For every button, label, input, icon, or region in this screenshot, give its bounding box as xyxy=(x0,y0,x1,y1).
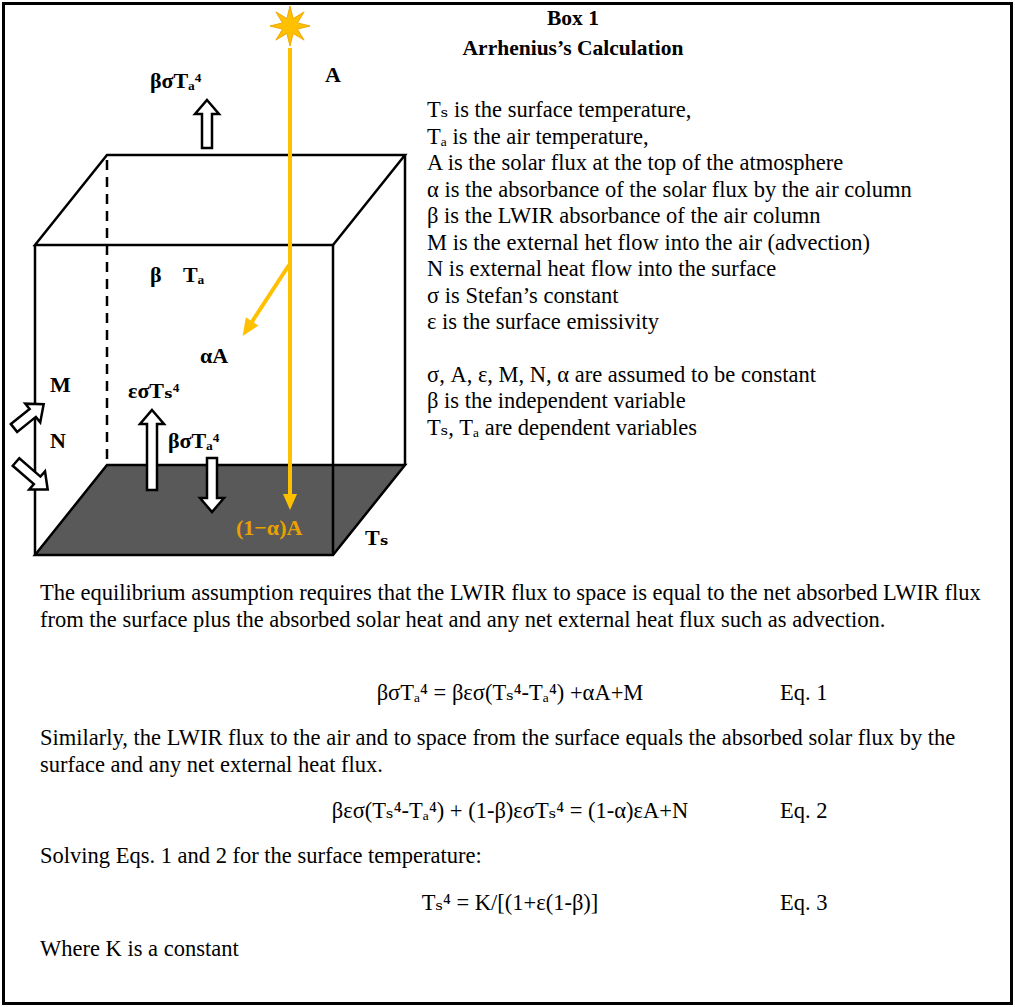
definition-line: α is the absorbance of the solar flux by… xyxy=(427,177,912,203)
body-paragraph: The equilibrium assumption requires that… xyxy=(40,580,998,633)
definition-line: ε is the surface emissivity xyxy=(427,309,659,335)
definition-line: Tₐ is the air temperature, xyxy=(427,124,649,150)
flux-label: M xyxy=(50,372,71,397)
definition-line: β is the LWIR absorbance of the air colu… xyxy=(427,203,820,229)
equation: βεσ(Tₛ⁴-Tₐ⁴) + (1-β)εσTₛ⁴ = (1-α)εA+N xyxy=(260,798,760,824)
equation-number: Eq. 1 xyxy=(780,680,828,706)
air-column-cube xyxy=(35,155,405,555)
symbol-label: Tₐ xyxy=(183,262,204,287)
flux-arrows xyxy=(6,100,224,512)
solar-ray xyxy=(244,48,297,510)
flux-label: εσTₛ⁴ xyxy=(128,378,179,403)
definition-line: Tₛ, Tₐ are dependent variables xyxy=(427,415,697,441)
box-title: Box 1 xyxy=(140,6,1006,31)
definition-line: σ, A, ε, M, N, α are assumed to be const… xyxy=(427,362,816,388)
equation: βσTₐ⁴ = βεσ(Tₛ⁴-Tₐ⁴) +αA+M xyxy=(260,680,760,706)
definition-line: Tₛ is the surface temperature, xyxy=(427,97,691,123)
definition-line: β is the independent variable xyxy=(427,388,686,414)
surface-floor xyxy=(35,465,405,555)
flux-label: A xyxy=(325,62,341,87)
flux-label: (1−α)A xyxy=(236,515,302,540)
flux-label: αA xyxy=(200,343,228,368)
symbol-label: Tₛ xyxy=(365,525,388,550)
sun-star xyxy=(270,6,310,46)
flux-label: N xyxy=(50,428,66,453)
body-paragraph: Where K is a constant xyxy=(40,936,998,963)
definition-line: σ is Stefan’s constant xyxy=(427,283,618,309)
definition-line: M is the external het flow into the air … xyxy=(427,230,870,256)
definition-line: A is the solar flux at the top of the at… xyxy=(427,150,843,176)
box-subtitle: Arrhenius’s Calculation xyxy=(140,36,1006,61)
flux-label: βσTₐ⁴ xyxy=(150,68,201,93)
equation-number: Eq. 3 xyxy=(780,890,828,916)
flux-label: βσTₐ⁴ xyxy=(168,428,219,453)
symbol-label: β xyxy=(150,262,162,287)
body-paragraph: Similarly, the LWIR flux to the air and … xyxy=(40,725,998,778)
body-paragraph: Solving Eqs. 1 and 2 for the surface tem… xyxy=(40,843,998,870)
equation-number: Eq. 2 xyxy=(780,798,828,824)
definition-line: N is external heat flow into the surface xyxy=(427,256,776,282)
box-frame xyxy=(4,4,1012,1004)
equation: Tₛ⁴ = K/[(1+ε(1-β)] xyxy=(260,890,760,916)
